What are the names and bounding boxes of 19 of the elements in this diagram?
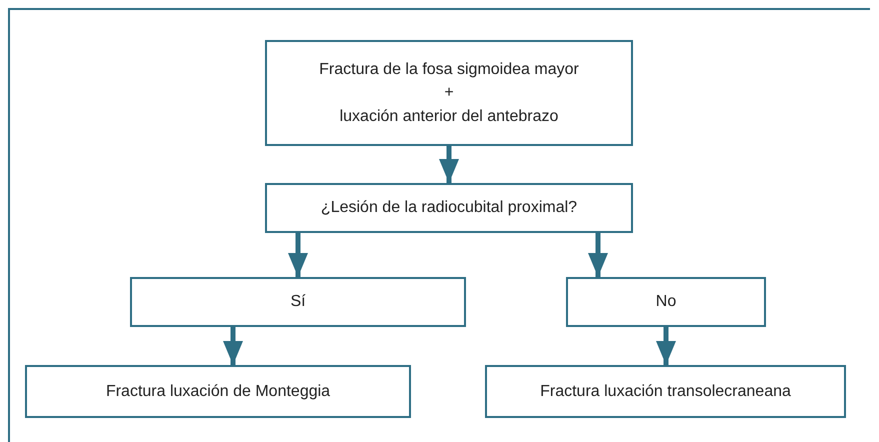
arrow bbox=[288, 233, 308, 277]
box-text: luxación anterior del antebrazo bbox=[340, 106, 558, 127]
box-text: + bbox=[444, 83, 454, 104]
arrow bbox=[223, 327, 243, 365]
box-text: Fractura luxación de Monteggia bbox=[106, 382, 330, 402]
box-text: Fractura de la fosa sigmoidea mayor bbox=[319, 60, 579, 80]
arrow bbox=[439, 146, 459, 183]
arrow bbox=[656, 327, 676, 365]
box-text: ¿Lesión de la radiocubital proximal? bbox=[320, 198, 578, 218]
process-box bbox=[25, 365, 411, 418]
box-text: Sí bbox=[290, 292, 306, 312]
box-text: No bbox=[656, 292, 676, 312]
process-box bbox=[265, 40, 633, 146]
arrow bbox=[588, 233, 608, 277]
box-text: Fractura luxación transolecraneana bbox=[540, 382, 791, 402]
process-box bbox=[130, 277, 466, 327]
process-box bbox=[566, 277, 766, 327]
process-box bbox=[485, 365, 846, 418]
process-box bbox=[265, 183, 633, 233]
